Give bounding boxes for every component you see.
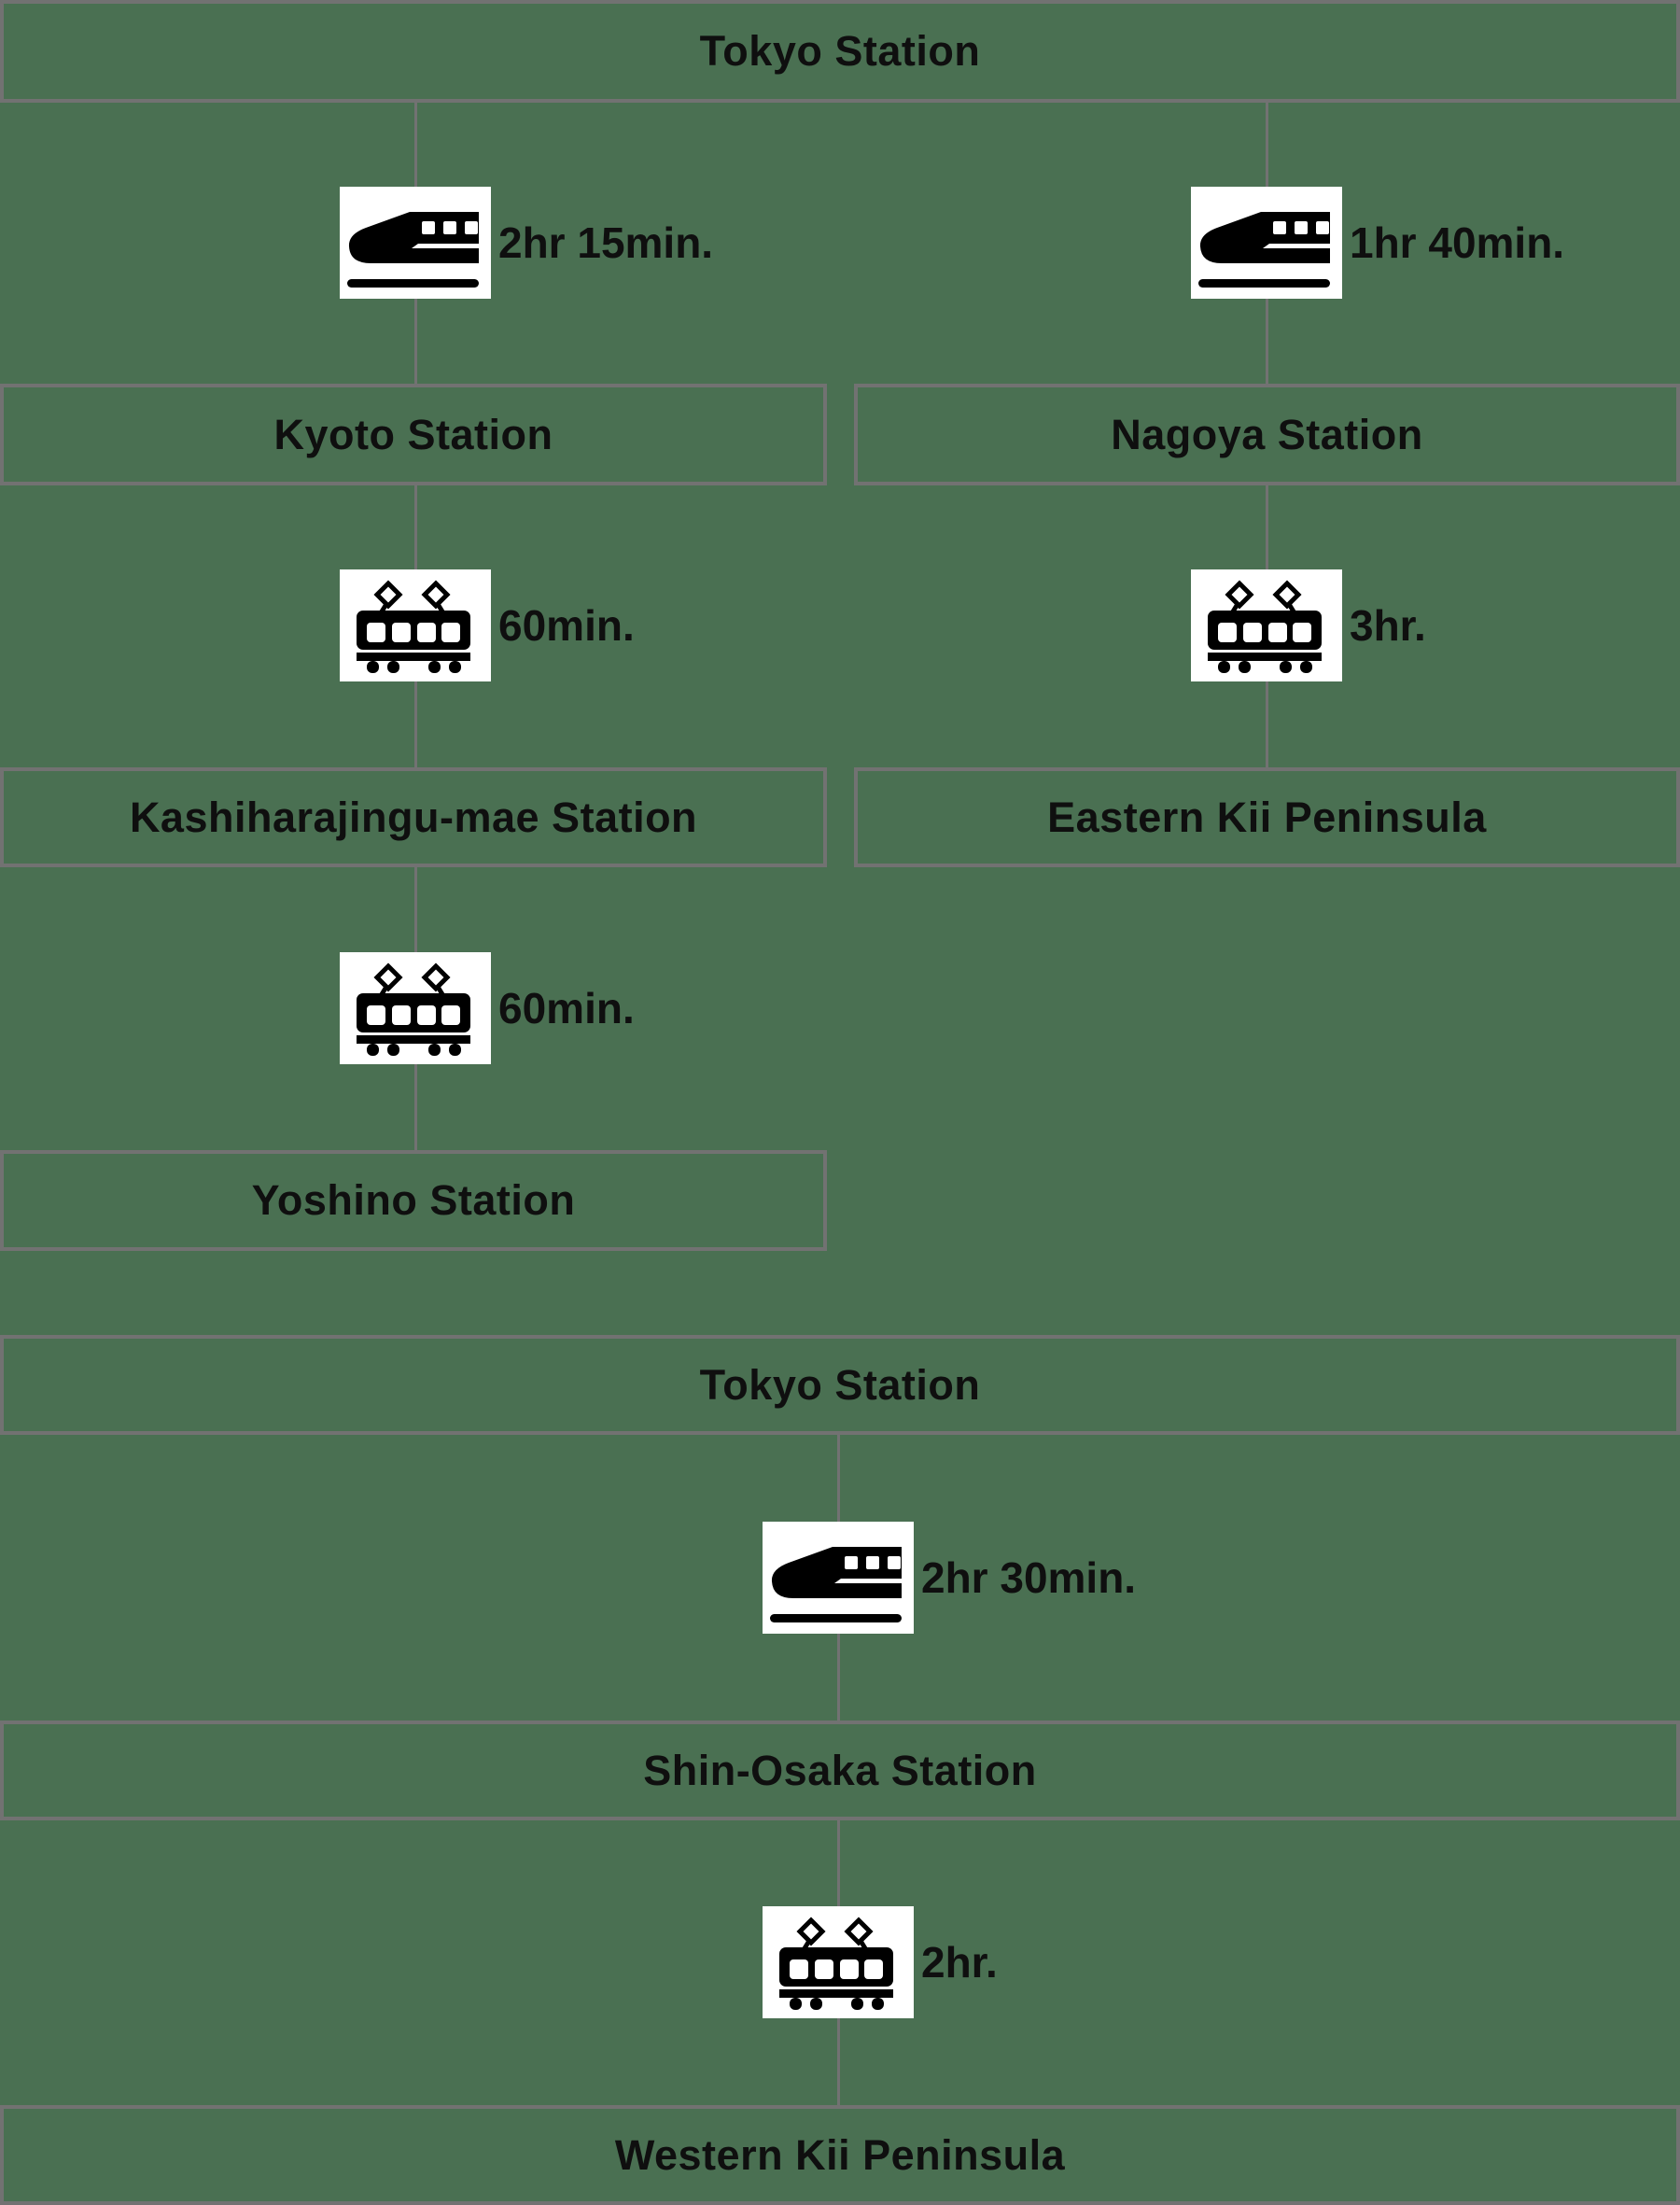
- local-train-icon: [763, 1906, 914, 2018]
- station-label: Shin-Osaka Station: [643, 1746, 1037, 1794]
- station-label: Yoshino Station: [251, 1176, 576, 1224]
- station-box-nagoya: Nagoya Station: [854, 384, 1680, 485]
- duration-label: 60min.: [498, 984, 635, 1032]
- duration-label: 2hr.: [921, 1938, 998, 1987]
- station-label: Kyoto Station: [273, 410, 553, 458]
- station-label: Tokyo Station: [699, 1360, 981, 1409]
- station-label: Western Kii Peninsula: [614, 2130, 1066, 2179]
- station-box-kyoto: Kyoto Station: [0, 384, 827, 485]
- station-label: Tokyo Station: [699, 27, 981, 75]
- duration-label: 1hr 40min.: [1350, 218, 1565, 267]
- station-label: Eastern Kii Peninsula: [1047, 793, 1487, 841]
- shinkansen-icon: [340, 187, 491, 299]
- station-label: Kashiharajingu-mae Station: [129, 793, 698, 841]
- station-box-western-kii: Western Kii Peninsula: [0, 2105, 1680, 2205]
- station-box-yoshino: Yoshino Station: [0, 1150, 827, 1251]
- station-label: Nagoya Station: [1111, 410, 1423, 458]
- duration-label: 2hr 30min.: [921, 1553, 1137, 1602]
- duration-label: 60min.: [498, 601, 635, 650]
- station-box-tokyo-2: Tokyo Station: [0, 1335, 1680, 1435]
- shinkansen-icon: [1191, 187, 1342, 299]
- local-train-icon: [340, 569, 491, 681]
- station-box-eastern-kii: Eastern Kii Peninsula: [854, 767, 1680, 867]
- station-box-shin-osaka: Shin-Osaka Station: [0, 1720, 1680, 1820]
- duration-label: 3hr.: [1350, 601, 1426, 650]
- local-train-icon: [1191, 569, 1342, 681]
- local-train-icon: [340, 952, 491, 1064]
- duration-label: 2hr 15min.: [498, 218, 714, 267]
- station-box-kashiharajingu-mae: Kashiharajingu-mae Station: [0, 767, 827, 867]
- station-box-tokyo-1: Tokyo Station: [0, 0, 1680, 103]
- shinkansen-icon: [763, 1522, 914, 1634]
